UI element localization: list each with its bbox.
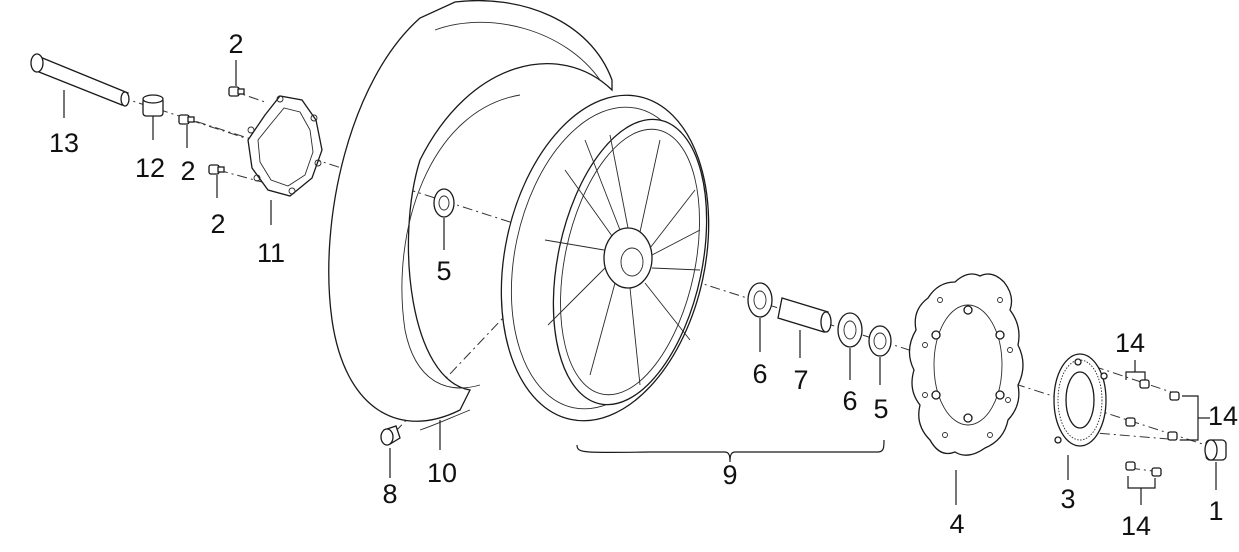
bolt-axis-line bbox=[217, 169, 263, 183]
tyre-part bbox=[328, 0, 613, 450]
spacer-right-part bbox=[1204, 439, 1227, 490]
valve-part bbox=[380, 425, 401, 478]
callout-bearing-a: 6 bbox=[752, 359, 767, 389]
callout-bearing-b: 6 bbox=[842, 386, 857, 416]
screws-part bbox=[1125, 360, 1210, 505]
hub-sleeve-part bbox=[777, 297, 832, 358]
callout-screws-right: 14 bbox=[1208, 401, 1238, 431]
callout-bolt-top: 2 bbox=[228, 29, 243, 59]
wheel-rim-part bbox=[500, 94, 710, 422]
callout-screws-bottom: 14 bbox=[1121, 511, 1151, 541]
callout-spacer-right: 1 bbox=[1208, 496, 1223, 526]
callout-bearing-left: 5 bbox=[436, 256, 451, 286]
spacer-left-part bbox=[142, 94, 164, 140]
callout-bolt-mid: 2 bbox=[180, 156, 195, 186]
callout-axle: 13 bbox=[49, 128, 79, 158]
screw-axis-line bbox=[1074, 359, 1181, 396]
bearing-right-part bbox=[868, 325, 892, 385]
bolt-axis-line bbox=[189, 119, 246, 139]
bolt-mid-part bbox=[178, 114, 195, 148]
callout-bearing-right: 5 bbox=[873, 394, 888, 424]
reluctor-ring-part bbox=[247, 95, 323, 225]
callout-hub-sleeve: 7 bbox=[793, 365, 808, 395]
callout-spacer-left: 12 bbox=[135, 153, 165, 183]
bearing-a-part bbox=[747, 282, 773, 352]
callout-brake-disc: 4 bbox=[949, 509, 964, 539]
bearing-b-part bbox=[837, 312, 863, 380]
bolt-top-part bbox=[228, 60, 245, 97]
wheel-assembly-bracket bbox=[576, 439, 885, 463]
bearing-left-part bbox=[433, 188, 455, 250]
callout-wheel-assembly: 9 bbox=[722, 460, 737, 490]
callout-tyre: 10 bbox=[427, 458, 457, 488]
bolt-low-part bbox=[208, 164, 225, 198]
brake-disc-part bbox=[908, 273, 1024, 505]
callout-screws-top: 14 bbox=[1115, 328, 1145, 358]
callout-reluctor-ring: 11 bbox=[257, 238, 285, 268]
callout-bolt-low: 2 bbox=[210, 209, 225, 239]
axle-part bbox=[30, 53, 130, 118]
callout-valve: 8 bbox=[382, 479, 397, 509]
abs-ring-part bbox=[1053, 353, 1108, 480]
callout-abs-ring: 3 bbox=[1060, 484, 1075, 514]
